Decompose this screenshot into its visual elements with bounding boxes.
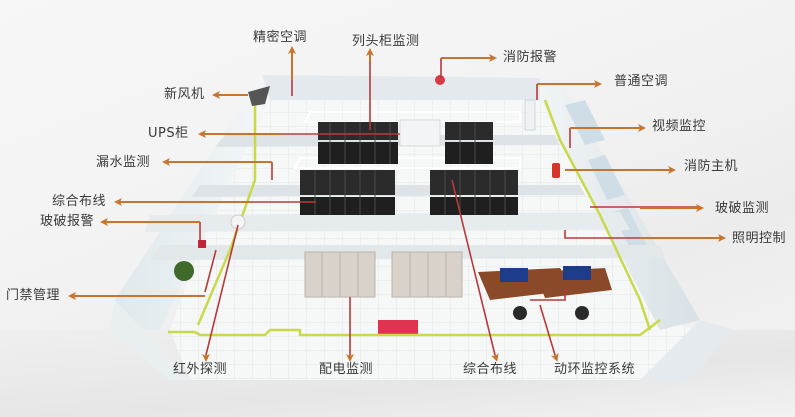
- red-mat: [378, 320, 418, 335]
- chair-b: [575, 306, 589, 320]
- label-cabling-bottom: 综合布线: [463, 362, 518, 377]
- label-leak: 漏水监测: [96, 155, 151, 170]
- rack-row-1b: [445, 122, 493, 140]
- label-ups: UPS柜: [148, 126, 189, 141]
- label-access-control: 门禁管理: [6, 288, 61, 303]
- label-fire-host: 消防主机: [684, 159, 739, 174]
- label-row-head-cabinet: 列头柜监测: [352, 34, 420, 49]
- label-fire-alarm: 消防报警: [503, 50, 558, 65]
- label-normal-ac: 普通空调: [614, 74, 669, 89]
- monitor-b: [563, 266, 591, 280]
- arrow-dcim: [550, 352, 559, 362]
- label-dcim: 动环监控系统: [554, 362, 636, 377]
- label-fresh-air: 新风机: [164, 87, 205, 102]
- arrow-cabling-bottom: [490, 352, 499, 362]
- label-video: 视频监控: [652, 119, 707, 134]
- chair-a: [513, 306, 527, 320]
- label-precision-ac: 精密空调: [253, 30, 308, 45]
- rack-row-1a: [318, 122, 398, 140]
- label-power: 配电监测: [319, 362, 374, 377]
- label-lighting: 照明控制: [732, 231, 787, 246]
- desk-b: [535, 268, 612, 298]
- fire-alarm-dot: [435, 75, 445, 85]
- label-cabling-left: 综合布线: [52, 194, 107, 209]
- label-glass-break-alarm: 玻破报警: [40, 214, 95, 229]
- power-cabinet-b: [391, 251, 463, 298]
- label-glass-break-right: 玻破监测: [715, 201, 770, 216]
- rack-row-2a: [300, 170, 395, 195]
- monitor-a: [500, 268, 528, 282]
- label-infrared: 红外探测: [173, 362, 228, 377]
- plant: [174, 261, 194, 281]
